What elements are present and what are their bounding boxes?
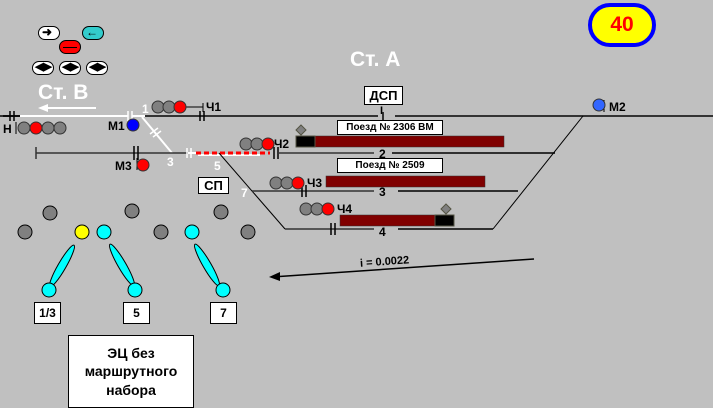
bidirectional-icon: ◀▶ [89, 61, 106, 73]
track-number-2: 2 [379, 147, 386, 161]
signal-M3-lamp[interactable] [136, 158, 150, 172]
bidirectional-icon: ◀▶ [62, 61, 79, 73]
bidirectional-button-2[interactable]: ◀▶ [59, 61, 81, 75]
lever-pivot [215, 282, 231, 298]
bidirectional-button-1[interactable]: ◀▶ [32, 61, 54, 75]
switch-1-diagonal [141, 116, 173, 154]
train-2306-loco [295, 135, 316, 148]
lever-lamp-active [96, 224, 112, 240]
lever-1-3-label[interactable]: 1/3 [34, 302, 61, 324]
switch-5-number: 5 [214, 159, 221, 173]
lever-5-label[interactable]: 5 [123, 302, 150, 324]
lever-lamp [213, 204, 229, 220]
lever-7-label[interactable]: 7 [210, 302, 237, 324]
lever-lamp-active [74, 224, 90, 240]
train-2306-label: Поезд № 2306 ВМ [337, 120, 443, 135]
signal-CH1-name: Ч1 [206, 100, 222, 114]
track-number-4: 4 [379, 225, 386, 239]
signal-CH1-lamps[interactable] [151, 100, 187, 114]
signal-CH2-name: Ч2 [274, 137, 290, 151]
gradient-arrow-head [269, 272, 280, 281]
signal-M1-name: М1 [108, 119, 125, 133]
signal-M1-lamp[interactable] [126, 118, 140, 132]
train-track4-body [339, 214, 436, 227]
ec-mode-label: ЭЦ без маршрутного набора [68, 335, 194, 408]
station-left-label: Ст. В [38, 81, 89, 104]
train-2306-marker [295, 124, 307, 136]
dsp-button[interactable]: ДСП [364, 86, 403, 105]
arrow-right-icon: ➜ [42, 25, 53, 39]
train-track4-marker [440, 203, 452, 215]
switch-1-number: 1 [142, 102, 149, 116]
lever-lamp [153, 224, 169, 240]
signal-M2-name: М2 [609, 100, 626, 114]
stop-icon [63, 47, 77, 48]
track-number-3: 3 [379, 185, 386, 199]
lever-lamp [124, 203, 140, 219]
switch-diagonal-right [492, 115, 584, 230]
lever-lamp [17, 224, 33, 240]
signal-CH4-name: Ч4 [337, 202, 353, 216]
sp-button[interactable]: СП [198, 177, 229, 194]
lever-lamp [42, 205, 58, 221]
switch-7-number: 7 [241, 186, 248, 200]
train-2509-label: Поезд № 2509 [337, 158, 443, 173]
bidirectional-icon: ◀▶ [35, 61, 52, 73]
train-2509-body [325, 175, 486, 188]
train-track4-loco [434, 214, 455, 227]
stop-button[interactable] [59, 40, 81, 54]
arrow-left-button[interactable]: ← [82, 25, 104, 40]
lever-1-3-handle[interactable] [47, 243, 78, 289]
train-2306-body [314, 135, 505, 148]
switch-3-number: 3 [167, 155, 174, 169]
lever-5-handle[interactable] [107, 242, 138, 288]
signal-M3-name: М3 [115, 159, 132, 173]
signal-CH4-lamps[interactable] [299, 202, 335, 216]
counter-value: 40 [610, 13, 634, 36]
signal-N-lamps[interactable] [17, 121, 67, 135]
arrow-left-icon: ← [86, 25, 98, 39]
station-right-label: Ст. А [350, 48, 401, 71]
bidirectional-button-3[interactable]: ◀▶ [86, 61, 108, 75]
lever-pivot [127, 282, 143, 298]
lever-7-handle[interactable] [192, 242, 223, 288]
signal-CH3-name: Ч3 [307, 176, 323, 190]
signal-N-name: Н [3, 122, 12, 136]
arrow-right-button[interactable]: ➜ [38, 25, 60, 40]
signal-CH3-lamps[interactable] [269, 176, 305, 190]
lever-pivot [41, 282, 57, 298]
lever-lamp [240, 224, 256, 240]
signal-M2-lamp[interactable] [592, 98, 606, 112]
track-number-I: I [380, 105, 384, 117]
lever-lamp-active [184, 224, 200, 240]
counter-badge: 40 [588, 3, 656, 47]
gradient-arrow [271, 258, 535, 278]
signal-CH2-lamps[interactable] [239, 137, 275, 151]
